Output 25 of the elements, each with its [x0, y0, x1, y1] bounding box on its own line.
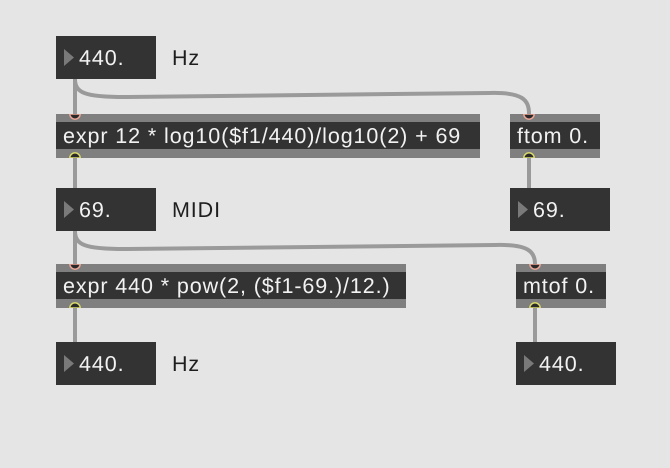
number-value: 69.: [533, 198, 566, 222]
unit-label: Hz: [172, 352, 200, 376]
number-box: [56, 36, 156, 79]
number-box: [516, 342, 616, 385]
number-value: 440.: [79, 46, 124, 70]
object-text: mtof 0.: [523, 274, 596, 298]
object-box: [56, 114, 480, 158]
object-text: expr 12 * log10($f1/440)/log10(2) + 69: [63, 124, 462, 148]
number-value: 69.: [79, 198, 112, 222]
object-box: [516, 264, 606, 308]
patch-cord: [73, 308, 77, 342]
number-value: 440.: [539, 352, 584, 376]
object-text: ftom 0.: [517, 124, 590, 148]
number-box: [56, 342, 156, 385]
number-box: [510, 188, 610, 231]
object-text: expr 440 * pow(2, ($f1-69.)/12.): [63, 274, 391, 298]
unit-label: Hz: [172, 46, 200, 70]
object-box: [510, 114, 600, 158]
number-box: [56, 188, 156, 231]
unit-label: MIDI: [172, 198, 221, 222]
object-box: [56, 264, 406, 308]
patch-cord: [527, 158, 531, 188]
number-value: 440.: [79, 352, 124, 376]
patch-cord: [533, 308, 537, 342]
patch-cord: [73, 158, 77, 188]
